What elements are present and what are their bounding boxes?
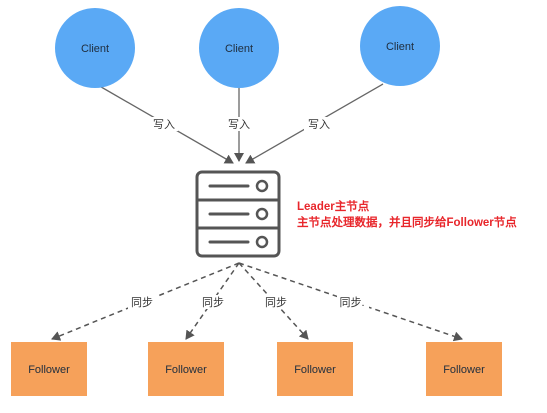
client-label: Client [81,43,109,55]
write-label-1: 写入 [153,119,175,131]
follower-node-1: Follower [11,342,87,396]
client-node-2: Client [199,8,279,88]
follower-node-3: Follower [277,342,353,396]
follower-label: Follower [294,364,336,376]
server-icon [195,170,281,258]
follower-label: Follower [28,364,70,376]
follower-node-4: Follower [426,342,502,396]
write-label-3: 写入 [308,119,330,131]
client-node-3: Client [360,6,440,86]
client-label: Client [386,41,414,53]
sync-edge-3 [238,262,309,340]
sync-label-4: 同步. [339,296,364,309]
sync-label-2: 同步 [202,296,224,309]
follower-node-2: Follower [148,342,224,396]
sync-label-3: 同步 [265,296,287,309]
sync-label-1: 同步 [131,296,153,309]
client-node-1: Client [55,8,135,88]
write-label-2: 写入 [228,119,250,131]
follower-label: Follower [165,364,207,376]
client-label: Client [225,43,253,55]
leader-title: Leader主节点 [297,199,370,213]
follower-label: Follower [443,364,485,376]
leader-description: 主节点处理数据，并且同步给Follower节点 [297,215,517,229]
